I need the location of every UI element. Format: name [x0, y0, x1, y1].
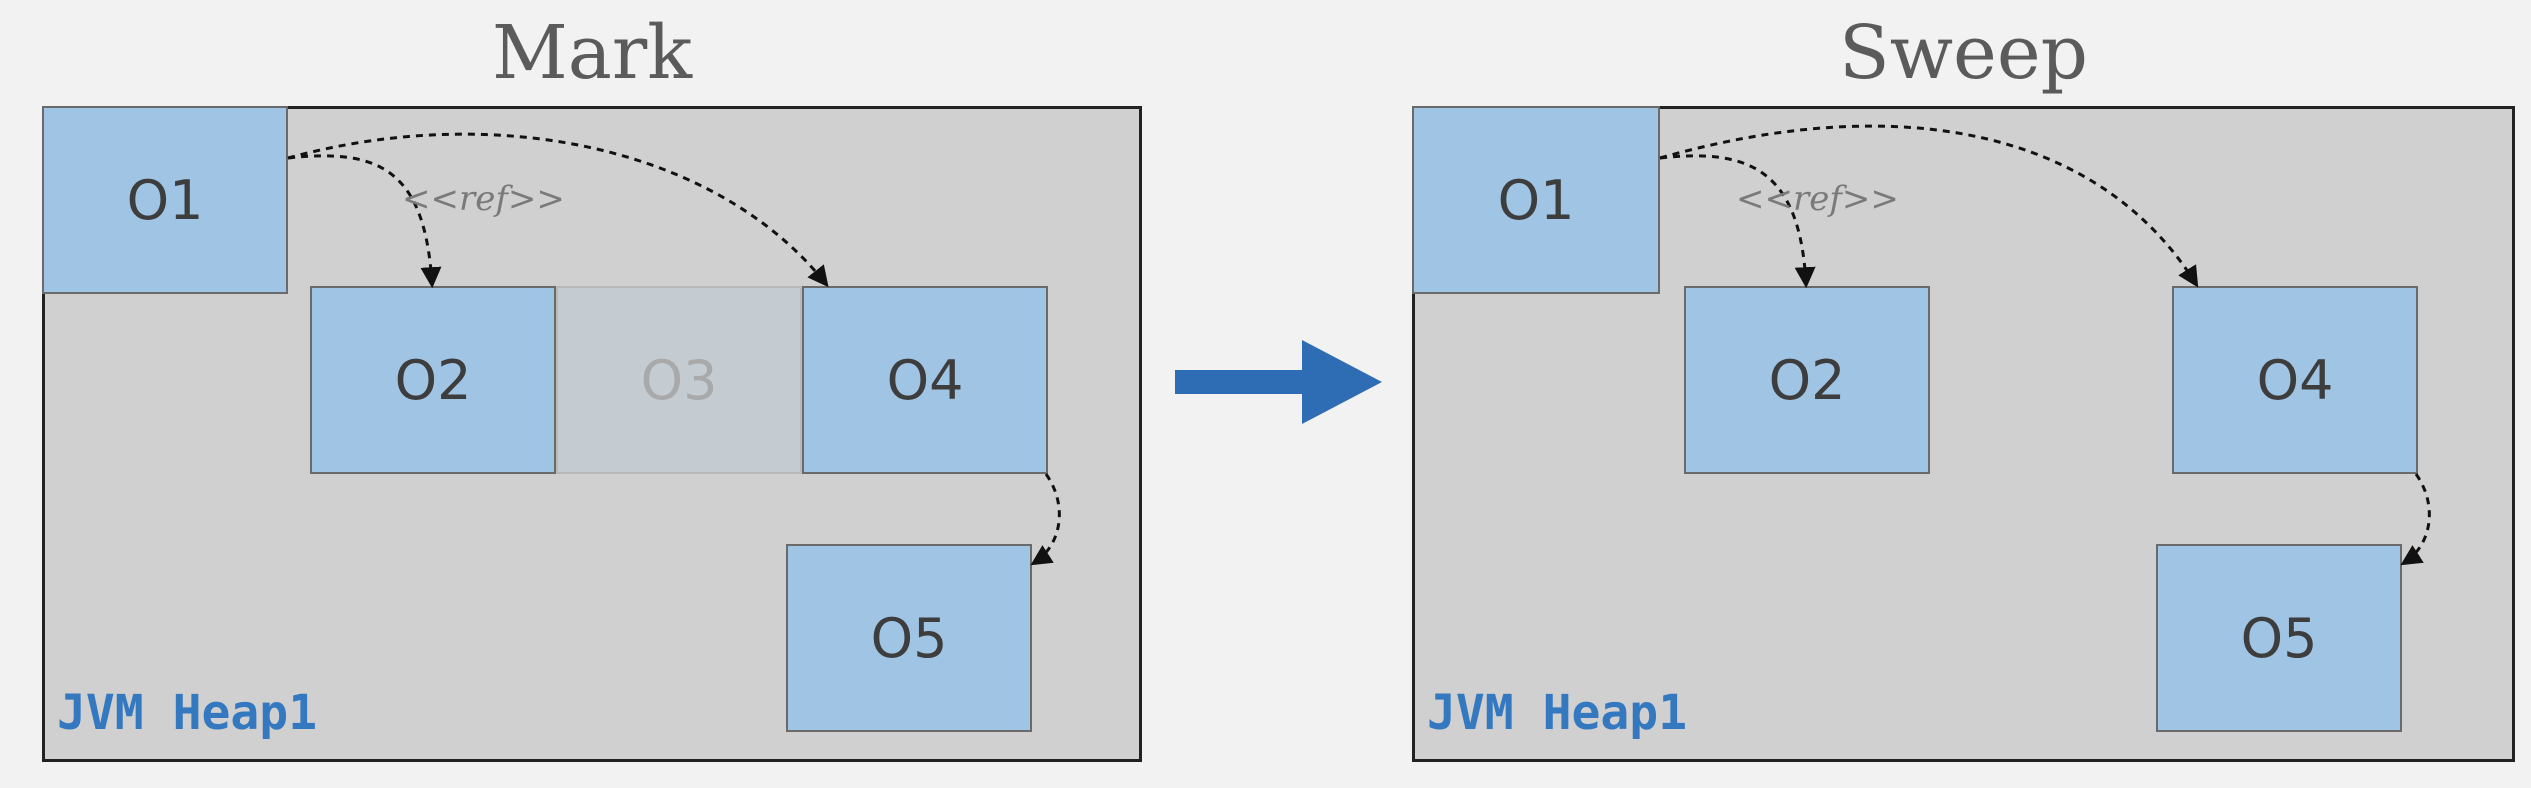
- mark-object-o1: O1: [42, 106, 288, 294]
- sweep-object-o5: O5: [2156, 544, 2402, 732]
- sweep-title: Sweep: [1839, 10, 2088, 96]
- transition-arrow: [1175, 340, 1382, 424]
- mark-object-o2: O2: [310, 286, 556, 474]
- mark-object-o5: O5: [786, 544, 1032, 732]
- sweep-object-o1: O1: [1412, 106, 1660, 294]
- mark-object-o3-unreachable: O3: [556, 286, 802, 474]
- sweep-object-o4: O4: [2172, 286, 2418, 474]
- sweep-heap-label: JVM Heap1: [1427, 685, 1688, 741]
- mark-object-o4: O4: [802, 286, 1048, 474]
- sweep-object-o2: O2: [1684, 286, 1930, 474]
- mark-heap-label: JVM Heap1: [57, 685, 318, 741]
- mark-title: Mark: [491, 10, 693, 96]
